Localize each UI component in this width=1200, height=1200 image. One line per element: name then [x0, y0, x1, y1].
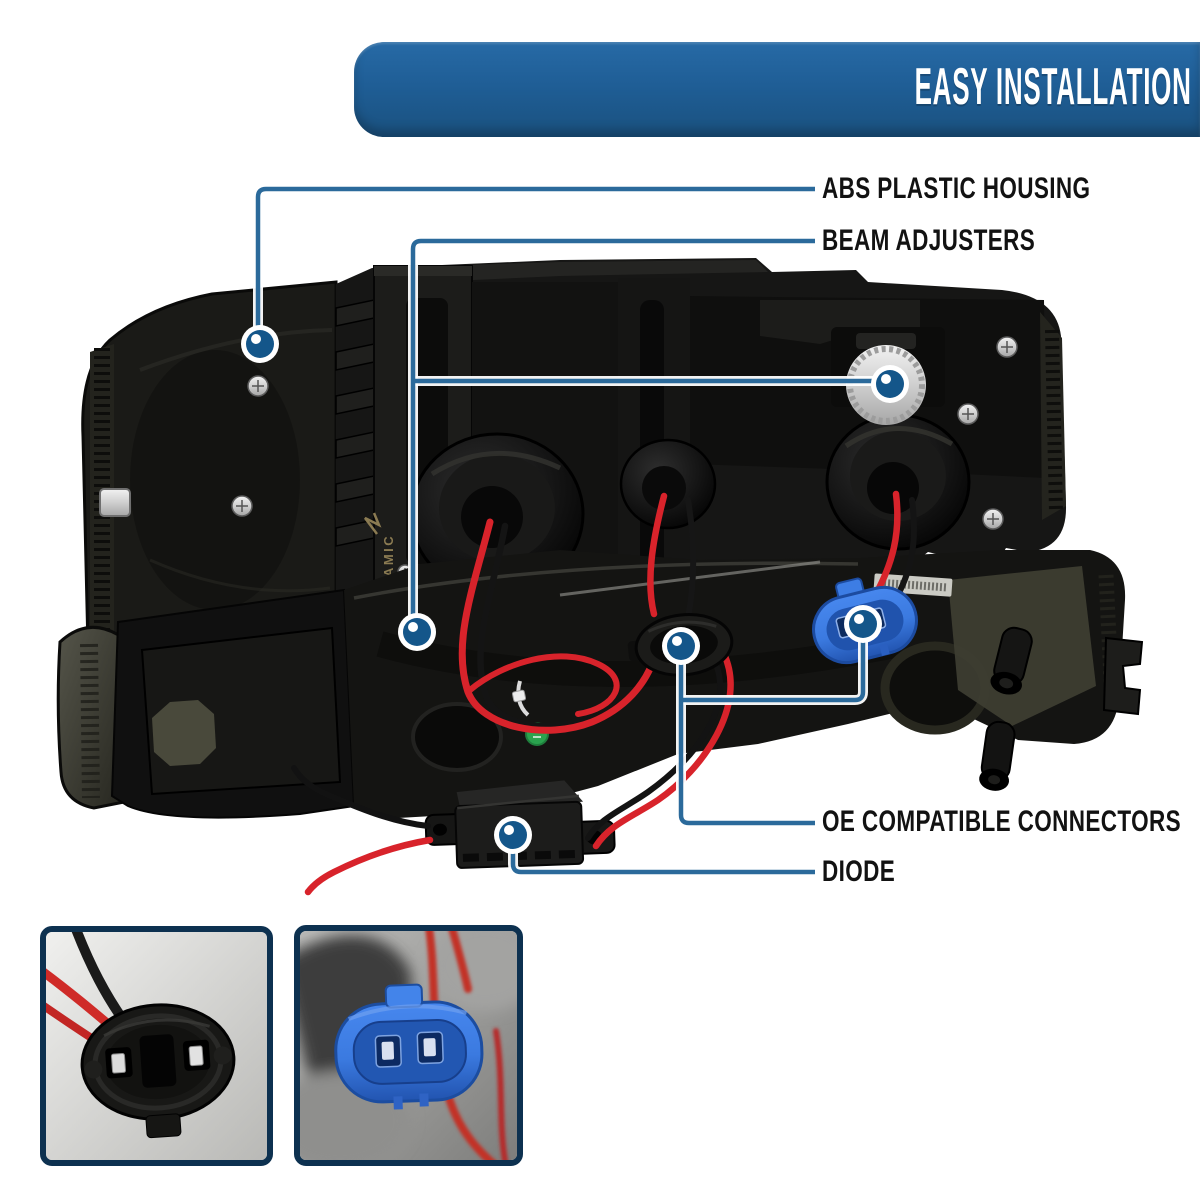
diode-module — [424, 780, 616, 869]
inset-black-connector-photo — [40, 926, 273, 1166]
callout-line-beam — [410, 238, 815, 618]
label-abs-plastic-housing: ABS PLASTIC HOUSING — [822, 172, 1091, 205]
callout-dot-beam-right — [871, 365, 909, 403]
callout-lines — [241, 184, 909, 877]
label-beam-adjusters: BEAM ADJUSTERS — [822, 224, 1036, 257]
label-diode: DIODE — [822, 855, 896, 888]
bulb-cap-middle — [619, 438, 717, 530]
chrome-clip — [99, 488, 131, 517]
callout-line-oe-branch — [681, 636, 866, 703]
zip-tie — [511, 680, 530, 717]
callout-line-abs — [255, 186, 815, 330]
callout-dot-abs — [241, 325, 279, 363]
easy-installation-banner: EASY INSTALLATION — [354, 42, 1200, 137]
banner-title: EASY INSTALLATION — [914, 58, 1192, 116]
callout-line-diode — [510, 848, 815, 875]
black-connector-closeup — [46, 932, 267, 1160]
callout-dot-blue-connector — [844, 605, 882, 643]
callout-dot-beam-left — [398, 613, 436, 651]
callout-dot-diode — [494, 816, 532, 854]
callout-dot-black-connector — [662, 627, 700, 665]
blue-connector-closeup — [300, 931, 517, 1160]
bulb-cap-right — [825, 413, 971, 551]
inset-blue-connector-photo — [294, 925, 523, 1166]
label-oe-compatible-connectors: OE COMPATIBLE CONNECTORS — [822, 805, 1182, 838]
callout-line-oe — [678, 658, 815, 826]
